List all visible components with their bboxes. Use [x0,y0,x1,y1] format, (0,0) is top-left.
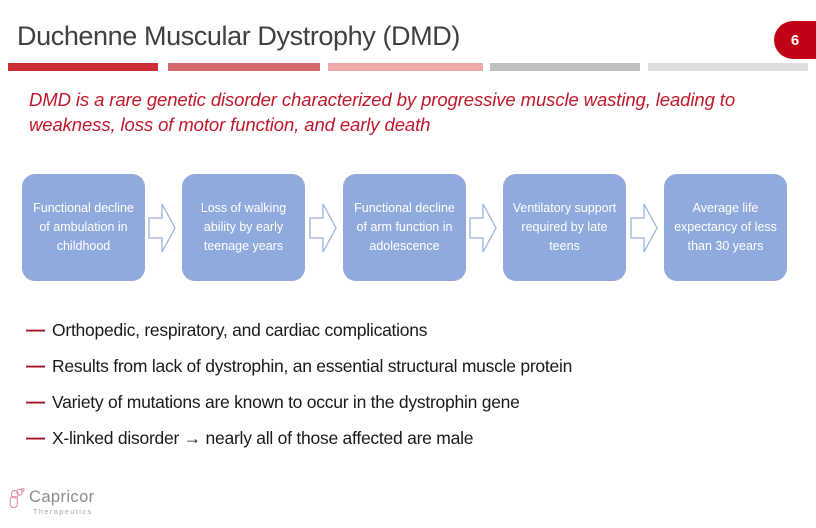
bullet-dash-icon: — [26,356,45,377]
page-number-badge: 6 [774,21,816,59]
capricor-mark-icon [8,488,28,510]
flow-step-label: Ventilatory support required by late tee… [512,201,617,253]
divider-bar [0,63,816,71]
flow-step-1[interactable]: Functional decline of ambulation in chil… [22,174,145,281]
bullet-dash-icon: — [26,428,45,449]
bullet-dash-icon: — [26,392,45,413]
divider-bar-segment-4 [490,63,640,71]
flow-step-label: Functional decline of ambulation in chil… [33,201,134,253]
divider-bar-segment-2 [168,63,320,71]
slide-subtitle: DMD is a rare genetic disorder character… [29,89,736,135]
flow-step-label: Average life expectancy of less than 30 … [674,201,777,253]
logo-tagline: Therapeutics [33,507,93,516]
bullet-text: Orthopedic, respiratory, and cardiac com… [52,320,428,340]
list-item: — X-linked disorder → nearly all of those… [26,428,786,464]
list-item: — Orthopedic, respiratory, and cardiac co… [26,320,786,356]
page-title: Duchenne Muscular Dystrophy (DMD) [17,21,460,51]
flow-step-5[interactable]: Average life expectancy of less than 30 … [664,174,787,281]
bullet-list: — Orthopedic, respiratory, and cardiac co… [26,320,786,464]
flow-step-3[interactable]: Functional decline of arm function in ad… [343,174,466,281]
bullet-dash-icon: — [26,320,45,341]
list-item: — Variety of mutations are known to occur… [26,392,786,428]
flow-step-label: Functional decline of arm function in ad… [354,201,455,253]
divider-bar-segment-5 [648,63,808,71]
process-flow: Functional decline of ambulation in chil… [0,174,816,284]
divider-bar-segment-3 [328,63,483,71]
flow-step-label: Loss of walking ability by early teenage… [200,201,287,253]
flow-arrow-4-icon [629,202,659,254]
flow-arrow-2-icon [308,202,338,254]
divider-bar-segment-1 [8,63,158,71]
bullet-text: X-linked disorder → nearly all of those … [52,428,474,448]
flow-arrow-1-icon [147,202,177,254]
bullet-text: Results from lack of dystrophin, an esse… [52,356,573,376]
page-number-label: 6 [790,31,800,49]
flow-arrow-3-icon [468,202,498,254]
flow-step-2[interactable]: Loss of walking ability by early teenage… [182,174,305,281]
bullet-text: Variety of mutations are known to occur … [52,392,520,412]
flow-step-4[interactable]: Ventilatory support required by late tee… [503,174,626,281]
list-item: — Results from lack of dystrophin, an ess… [26,356,786,392]
company-logo: Capricor Therapeutics [8,487,128,521]
logo-wordmark: Capricor [29,488,95,506]
